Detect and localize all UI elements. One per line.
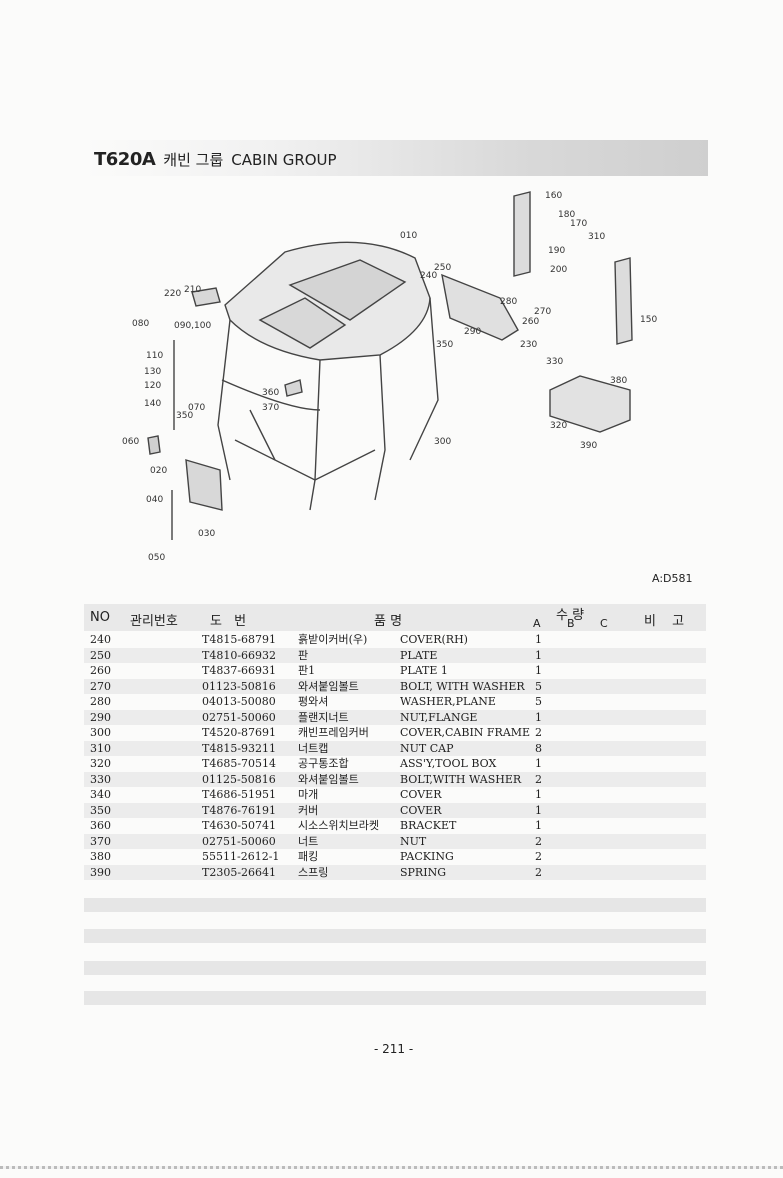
header-qty: 수 량 xyxy=(556,608,585,623)
svg-text:160: 160 xyxy=(545,191,562,201)
title-korean: 캐빈 그룹 xyxy=(163,151,224,169)
svg-text:080: 080 xyxy=(132,319,149,329)
svg-text:270: 270 xyxy=(534,307,551,317)
svg-text:040: 040 xyxy=(146,495,163,505)
blank-row-band xyxy=(84,991,706,1005)
svg-text:060: 060 xyxy=(122,437,139,447)
svg-text:320: 320 xyxy=(550,421,567,431)
svg-text:050: 050 xyxy=(148,553,165,563)
svg-text:220: 220 xyxy=(164,289,181,299)
svg-text:300: 300 xyxy=(434,437,451,447)
svg-text:250: 250 xyxy=(434,263,451,273)
svg-text:200: 200 xyxy=(550,265,567,275)
svg-text:150: 150 xyxy=(640,315,657,325)
blank-row-band xyxy=(84,929,706,943)
scan-edge-line xyxy=(0,1166,783,1169)
svg-text:130: 130 xyxy=(144,367,161,377)
svg-text:010: 010 xyxy=(400,231,417,241)
svg-text:350: 350 xyxy=(176,411,193,421)
svg-text:380: 380 xyxy=(610,376,627,386)
svg-text:120: 120 xyxy=(144,381,161,391)
svg-text:020: 020 xyxy=(150,466,167,476)
svg-text:330: 330 xyxy=(546,357,563,367)
svg-text:240: 240 xyxy=(420,271,437,281)
svg-text:190: 190 xyxy=(548,246,565,256)
header-part-no: 도 번 xyxy=(210,614,251,629)
svg-text:180: 180 xyxy=(558,210,575,220)
svg-text:280: 280 xyxy=(500,297,517,307)
svg-text:360: 360 xyxy=(262,388,279,398)
svg-text:110: 110 xyxy=(146,351,163,361)
svg-text:070: 070 xyxy=(188,403,205,413)
page-title: T620A 캐빈 그룹 CABIN GROUP xyxy=(94,149,337,170)
svg-text:170: 170 xyxy=(570,219,587,229)
svg-text:260: 260 xyxy=(522,317,539,327)
header-no: NO xyxy=(90,610,110,625)
svg-text:140: 140 xyxy=(144,399,161,409)
svg-text:090,100: 090,100 xyxy=(174,321,211,331)
header-remarks: 비 고 xyxy=(644,614,691,629)
svg-text:370: 370 xyxy=(262,403,279,413)
svg-text:210: 210 xyxy=(184,285,201,295)
page-number: - 211 - xyxy=(374,1042,414,1056)
header-mgmt-no: 관리번호 xyxy=(130,614,178,629)
cabin-exploded-diagram: 010 020 030 040 050 060 070 080 090,100 … xyxy=(122,191,657,563)
blank-row-band xyxy=(84,961,706,975)
title-english: CABIN GROUP xyxy=(231,151,337,169)
svg-text:350: 350 xyxy=(436,340,453,350)
diagram-code: A:D581 xyxy=(652,572,693,585)
svg-text:030: 030 xyxy=(198,529,215,539)
header-band xyxy=(84,140,708,176)
header-qty-b: B xyxy=(567,617,575,630)
header-name: 품 명 xyxy=(374,614,403,629)
header-qty-a: A xyxy=(533,617,541,630)
blank-row-band xyxy=(84,898,706,912)
svg-text:230: 230 xyxy=(520,340,537,350)
svg-text:390: 390 xyxy=(580,441,597,451)
model-number: T620A xyxy=(94,149,156,170)
svg-text:290: 290 xyxy=(464,327,481,337)
svg-text:310: 310 xyxy=(588,232,605,242)
header-qty-c: C xyxy=(600,617,608,630)
table-header: NO 관리번호 도 번 품 명 수 량 A B C 비 고 xyxy=(84,604,706,631)
